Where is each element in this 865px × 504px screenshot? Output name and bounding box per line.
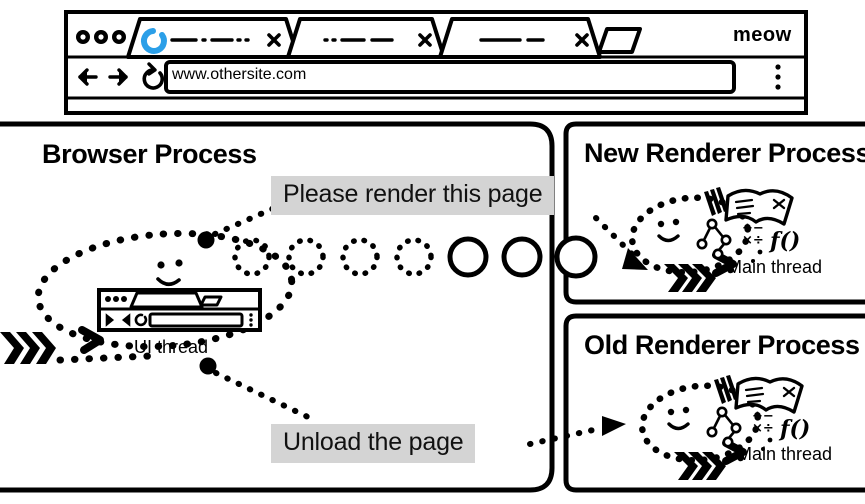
- browser-brand-label: meow: [733, 24, 792, 46]
- kebab-menu-icon[interactable]: [775, 64, 781, 90]
- browser-tab-0[interactable]: [126, 17, 300, 59]
- ui-thread-smiley-face-icon: [156, 259, 183, 287]
- browser-tab-2[interactable]: [438, 17, 602, 59]
- old-renderer-smiley-face-icon: [667, 406, 690, 431]
- back-arrow-icon[interactable]: [78, 68, 98, 86]
- browser-tab-1[interactable]: [286, 17, 446, 59]
- browser-toolbar: [78, 60, 781, 94]
- math-symbols-icon: [752, 409, 774, 436]
- function-icon: f(): [778, 416, 810, 442]
- work-sparkle-dots: [761, 437, 773, 451]
- tab-close-icon-0[interactable]: [267, 33, 281, 47]
- new-renderer-incoming-chevrons: [664, 264, 735, 292]
- function-icon: f(): [768, 228, 800, 254]
- panel-title-browser-process: Browser Process: [42, 139, 257, 169]
- svg-text:f(): f(): [768, 228, 800, 254]
- message-label-render: Please render this page: [271, 176, 555, 215]
- browser-process-panel: [0, 121, 555, 493]
- forward-arrow-icon[interactable]: [108, 68, 128, 86]
- window-control-dots[interactable]: [76, 30, 126, 44]
- old-renderer-process-panel: [563, 313, 865, 493]
- dom-tree-icon: [696, 218, 732, 260]
- ui-thread-label: UI thread: [134, 337, 209, 357]
- old-renderer-incoming-chevrons: [674, 452, 745, 480]
- open-book-icon: [724, 188, 794, 226]
- message-label-unload: Unload the page: [271, 424, 476, 463]
- work-sparkle-dots: [751, 249, 763, 263]
- reload-icon[interactable]: [142, 62, 165, 90]
- ui-thread-event-loop: [34, 229, 296, 354]
- tab-close-icon-2[interactable]: [575, 33, 589, 47]
- render-message-connector: [197, 199, 291, 249]
- tab-close-icon-1[interactable]: [418, 33, 432, 47]
- address-bar[interactable]: [164, 60, 736, 94]
- dom-tree-icon: [706, 406, 742, 448]
- unload-message-connector: [199, 357, 313, 421]
- loading-progress-circles: [232, 235, 598, 279]
- math-symbols-icon: [742, 221, 764, 248]
- incoming-task-chevrons-browser: [0, 332, 154, 364]
- svg-text:f(): f(): [778, 416, 810, 442]
- unload-message-arrow-to-renderer: [527, 416, 626, 447]
- new-renderer-smiley-face-icon: [657, 218, 680, 243]
- open-book-icon: [734, 376, 804, 414]
- new-renderer-main-thread-label: Main thread: [727, 257, 823, 277]
- ui-thread-browser-window-icon: [97, 288, 262, 332]
- new-tab-button[interactable]: [597, 27, 642, 54]
- address-bar-value[interactable]: www.othersite.com: [172, 66, 307, 83]
- panel-title-old-renderer-process: Old Renderer Process: [584, 330, 860, 360]
- new-renderer-work-icons: f(): [696, 187, 800, 263]
- old-renderer-main-thread-label: Main thread: [737, 444, 833, 464]
- render-message-arrow-to-renderer: [593, 215, 648, 270]
- tab-spinner-icon: [141, 28, 167, 54]
- panel-title-new-renderer-process: New Renderer Process: [584, 138, 865, 168]
- old-renderer-work-icons: f(): [706, 375, 810, 451]
